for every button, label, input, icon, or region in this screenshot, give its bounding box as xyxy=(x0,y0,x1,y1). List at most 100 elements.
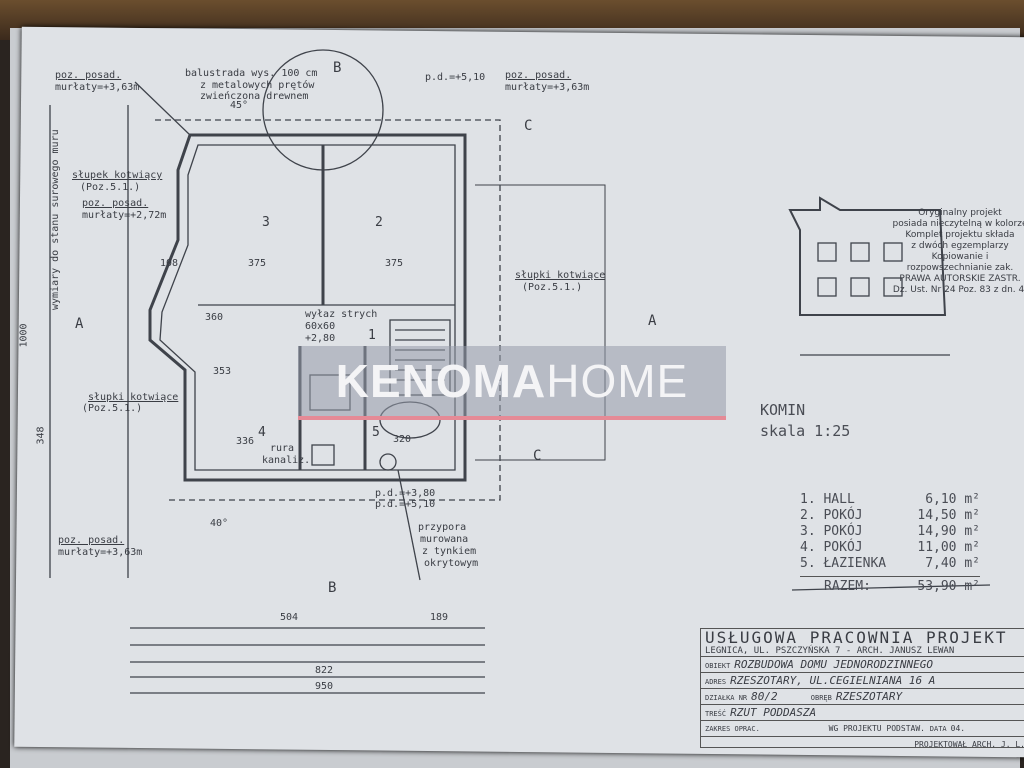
dimension: 348 xyxy=(35,426,47,445)
leader-line xyxy=(397,469,421,581)
stamp-line: Dz. Ust. Nr 24 Poz. 83 z dn. 4. xyxy=(892,285,1024,295)
label: (Poz.5.1.) xyxy=(522,282,583,293)
terrace-outline xyxy=(475,184,606,461)
stamp-line: Kopiowanie i rozpowszechnianie zak. xyxy=(906,252,1014,273)
room-area: 7,40 xyxy=(925,556,957,571)
label: murłaty=+2,72m xyxy=(82,210,167,221)
field-label: DATA xyxy=(929,725,947,733)
unit: m² xyxy=(964,524,980,539)
label: słupek kotwiący xyxy=(72,170,163,181)
room-area: 11,00 xyxy=(917,540,957,555)
unit: m² xyxy=(964,579,980,594)
chimney-section xyxy=(788,196,947,316)
section-marker: B xyxy=(333,60,342,76)
label: balustrada wys. 100 cm xyxy=(185,68,318,79)
flue xyxy=(850,277,870,297)
dimension: 189 xyxy=(430,612,449,623)
inner-wall xyxy=(159,144,456,471)
label: 60x60 xyxy=(305,321,336,332)
stamp-line: Komplet projektu składa xyxy=(905,230,1015,240)
field-value: 80/2 xyxy=(751,690,778,703)
outer-wall xyxy=(148,133,467,482)
dimension: 353 xyxy=(213,366,232,377)
label: poz. posad. xyxy=(82,198,149,209)
watermark-light: HOME xyxy=(546,355,689,407)
dimension: 375 xyxy=(385,258,404,269)
total-area: 53,90 xyxy=(917,579,957,594)
label: (Poz.5.1.) xyxy=(80,182,141,193)
leader-line xyxy=(134,81,191,136)
section-marker: C xyxy=(524,118,533,134)
field-label: DZIAŁKA NR xyxy=(705,694,748,702)
label: zwieńczona drewnem xyxy=(200,91,309,102)
label: poz. posad. xyxy=(505,70,572,81)
dimension: 360 xyxy=(205,312,224,323)
vertical-label: wymiary do stanu surowego muru xyxy=(50,129,61,310)
room-number: 4 xyxy=(258,425,266,440)
label: wyłaz strych xyxy=(305,309,378,320)
flue xyxy=(883,242,903,262)
room-area: 14,90 xyxy=(917,524,957,539)
total-row: RAZEM:53,90 m² xyxy=(800,576,980,594)
dimension: 336 xyxy=(236,436,255,447)
room-name: 1. HALL xyxy=(800,492,855,507)
label: poz. posad. xyxy=(55,70,122,81)
field-value: RZESZOTARY, UL.CEGIELNIANA 16 A xyxy=(730,674,936,687)
watermark-logo: KENOMAHOME xyxy=(298,346,726,420)
field-value: WG PROJEKTU PODSTAW. xyxy=(828,724,925,733)
stamp-line: z dwóch egzemplarzy xyxy=(911,241,1009,251)
toilet xyxy=(311,444,335,466)
dimension: 1000 xyxy=(18,323,30,348)
field-label: TREŚĆ xyxy=(705,710,727,718)
table-divider xyxy=(791,584,991,591)
firm-name: USŁUGOWA PRACOWNIA PROJEKT xyxy=(705,628,1008,647)
stamp-line: posiada nieczytelną w kolorze xyxy=(892,219,1024,229)
label: murłaty=+3,63m xyxy=(55,82,140,93)
room-name: 4. POKÓJ xyxy=(800,540,863,555)
room-number: 3 xyxy=(262,215,270,230)
roof-outline xyxy=(155,119,501,501)
field-value: RZESZOTARY xyxy=(835,690,903,703)
label: (Poz.5.1.) xyxy=(82,403,143,414)
washbasin xyxy=(379,453,397,471)
field-value: ROZBUDOWA DOMU JEDNORODZINNEGO xyxy=(734,658,933,671)
label: z tynkiem xyxy=(422,546,477,557)
field-value: 04. xyxy=(950,724,966,733)
firm-address: LEGNICA, UL. PSZCZYŃSKA 7 - ARCH. JANUSZ… xyxy=(701,646,1024,657)
dimension: 822 xyxy=(315,665,334,676)
flue xyxy=(850,242,870,262)
label: +2,80 xyxy=(305,333,336,344)
chimney-caption: KOMIN skala 1:25 xyxy=(760,400,850,442)
dimension: 504 xyxy=(280,612,299,623)
dimension: 108 xyxy=(160,258,179,269)
chimney-title: KOMIN xyxy=(760,401,806,419)
label: słupki kotwiące xyxy=(88,392,179,403)
label: kanaliz. xyxy=(262,455,311,466)
room-number: 1 xyxy=(368,328,376,343)
dimension: 375 xyxy=(248,258,267,269)
room-number: 2 xyxy=(375,215,383,230)
section-marker: B xyxy=(328,580,337,596)
flue xyxy=(817,277,837,297)
flue xyxy=(817,242,837,262)
room-row: 4. POKÓJ 11,00 m² xyxy=(800,540,980,556)
field-label: ZAKRES OPRAC. xyxy=(705,725,760,733)
field-label: ADRES xyxy=(705,678,727,686)
stamp-line: Oryginalny projekt xyxy=(918,208,1002,218)
angle: 45° xyxy=(230,100,249,111)
field-value: RZUT PODDASZA xyxy=(730,706,817,719)
room-name: 2. POKÓJ xyxy=(800,508,863,523)
unit: m² xyxy=(964,540,980,555)
label: przypora xyxy=(418,522,467,533)
detail-circle xyxy=(262,49,384,171)
label: słupki kotwiące xyxy=(515,270,606,281)
chimney-scale: skala 1:25 xyxy=(760,422,851,440)
unit: m² xyxy=(964,556,980,571)
